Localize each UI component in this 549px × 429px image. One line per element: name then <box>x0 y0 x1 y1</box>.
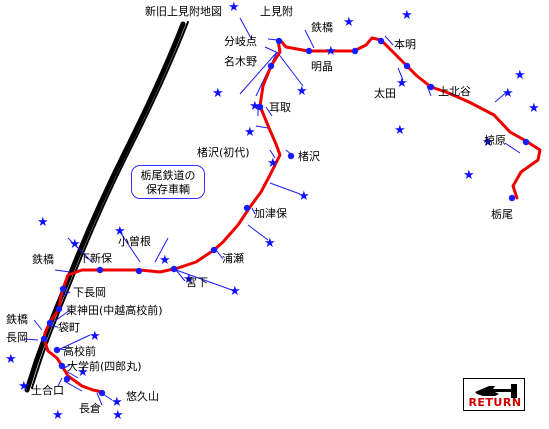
label-miyashita: 宮下 <box>186 275 208 289</box>
star-icon: ★ <box>52 408 64 423</box>
pointing-hand-icon <box>475 384 517 398</box>
star-icon: ★ <box>264 236 276 251</box>
star-icon: ★ <box>114 224 126 239</box>
star-icon: ★ <box>228 0 240 15</box>
star-icon: ★ <box>298 189 310 204</box>
station-tochio-dot <box>508 194 516 202</box>
star-icon: ★ <box>159 253 171 268</box>
station-tsuchiaiguchi-dot <box>63 375 71 383</box>
star-icon: ★ <box>111 395 123 410</box>
label-shizawa: 楮沢 <box>298 149 320 163</box>
label-shimoshinbo: 下新保 <box>79 251 112 265</box>
star-icon: ★ <box>5 352 17 367</box>
label-shizawa-shodai: 楮沢(初代) <box>197 145 250 159</box>
station-tetsukyo-n-dot <box>305 47 313 55</box>
label-tetsukyo-s: 鉄橋 <box>6 312 28 326</box>
railway-line <box>42 36 542 394</box>
star-icon: ★ <box>244 125 256 140</box>
river <box>24 21 189 393</box>
station-yukyuzan-dot <box>98 389 106 397</box>
return-label: RETURN <box>468 396 522 409</box>
label-kokomae: 高校前 <box>63 344 96 358</box>
star-icon: ★ <box>325 44 337 59</box>
label-kamikitadani: 上北谷 <box>438 85 471 98</box>
star-icon: ★ <box>183 272 195 287</box>
star-icon: ★ <box>394 123 406 138</box>
station-nagaoka-dot <box>40 335 48 343</box>
label-honmyo: 本明 <box>394 37 416 51</box>
star-icon: ★ <box>343 15 355 30</box>
label-kazuho: 加津保 <box>254 206 287 220</box>
station-mimitori-dot <box>256 103 264 111</box>
station-kamikitadani-dot <box>427 83 435 91</box>
station-miyashita-dot <box>170 265 178 273</box>
station-ota-dot <box>403 62 411 70</box>
star-icon: ★ <box>37 215 49 230</box>
station-higashikanda-dot <box>55 305 63 313</box>
pointer-lines <box>23 17 521 406</box>
star-icon: ★ <box>502 86 514 101</box>
preserved-vehicles-note[interactable]: 栃尾鉄道の 保存車輌 <box>131 165 205 199</box>
station-shizawa-dot <box>287 152 295 160</box>
label-shimonagaoka: 下長岡 <box>73 286 106 299</box>
star-icon: ★ <box>267 156 279 171</box>
label-tochio: 栃尾 <box>491 207 513 221</box>
star-icon: ★ <box>463 168 475 183</box>
label-nagikino: 名木野 <box>224 54 257 68</box>
label-nagaoka: 長岡 <box>6 331 28 344</box>
label-shinkyu: 新旧上見附地図 <box>145 4 222 18</box>
label-ota: 太田 <box>374 87 396 100</box>
station-kokomae-dot <box>53 346 61 354</box>
station-labels: 新旧上見附地図 上見附 分岐点 鉄橋 名木野 明晶 本明 太田 上北谷 耳取 椋… <box>6 4 513 415</box>
label-yukyuzan: 悠久山 <box>126 389 159 403</box>
label-daigakumae: 大学前(四郎丸) <box>67 359 142 373</box>
star-icon: ★ <box>514 68 526 83</box>
return-button[interactable]: RETURN <box>463 378 525 411</box>
note-line-2: 保存車輌 <box>146 183 190 196</box>
star-icon: ★ <box>249 99 261 114</box>
star-icon: ★ <box>528 101 540 116</box>
station-kamimitsuke-dot <box>275 37 283 45</box>
station-daigakumae-dot <box>58 362 66 370</box>
star-icon: ★ <box>212 86 224 101</box>
station-myojo-dot <box>351 47 359 55</box>
station-fukuromachi-dot <box>46 319 54 327</box>
star-icon: ★ <box>89 329 101 344</box>
star-icon: ★ <box>396 76 408 91</box>
label-kunugihara: 椋原 <box>484 133 506 147</box>
label-urase: 浦瀬 <box>222 251 244 265</box>
label-nagakura: 長倉 <box>79 401 101 415</box>
star-icon: ★ <box>482 135 494 150</box>
label-fukuromachi: 袋町 <box>58 320 80 334</box>
label-tetsukyo-n: 鉄橋 <box>311 20 333 34</box>
star-icon: ★ <box>69 237 81 252</box>
station-kazuho-dot <box>243 204 251 212</box>
label-bunkiten: 分岐点 <box>224 35 257 48</box>
label-mimitori: 耳取 <box>269 101 291 114</box>
star-icon: ★ <box>296 84 308 99</box>
station-urase-dot <box>210 246 218 254</box>
label-tetsukyo-w: 鉄橋 <box>32 252 54 266</box>
label-tsuchiaiguchi: 土合口 <box>31 383 64 397</box>
station-nagikino-dot <box>267 62 275 70</box>
star-icon: ★ <box>18 379 30 394</box>
label-kosone: 小曽根 <box>118 234 151 248</box>
station-kosone-dot <box>135 267 143 275</box>
label-kamimitsuke: 上見附 <box>260 4 293 18</box>
station-dots <box>40 37 530 397</box>
star-icon: ★ <box>229 284 241 299</box>
star-markers: ★ ★ ★ ★ ★ ★ ★ ★ ★ ★ ★ ★ ★ ★ ★ ★ ★ ★ ★ ★ … <box>5 0 540 423</box>
label-higashikanda: 東神田(中越高校前) <box>66 303 163 317</box>
star-icon: ★ <box>112 408 124 423</box>
star-icon: ★ <box>401 8 413 23</box>
label-myojo: 明晶 <box>311 60 333 73</box>
station-shimonagaoka-dot <box>59 285 67 293</box>
station-shimoshinbo-dot <box>96 266 104 274</box>
station-kunugihara-dot <box>522 138 530 146</box>
note-line-1: 栃尾鉄道の <box>140 169 196 182</box>
star-icon: ★ <box>77 365 89 380</box>
station-honmyo-dot <box>377 37 385 45</box>
